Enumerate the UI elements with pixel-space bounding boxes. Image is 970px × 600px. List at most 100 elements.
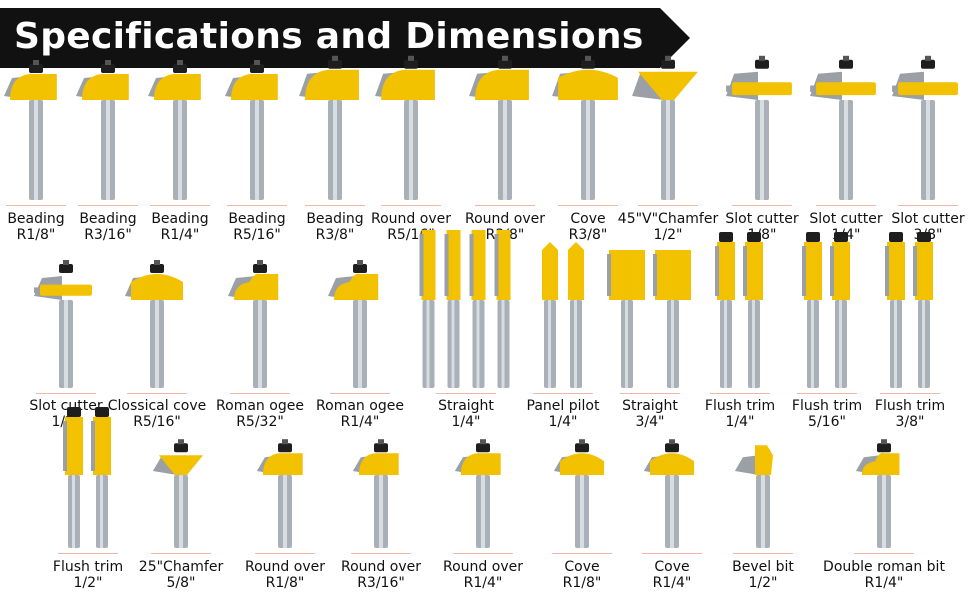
bit-size: 1/2" bbox=[73, 575, 103, 591]
label-separator bbox=[475, 205, 535, 206]
bit-name: Round over bbox=[341, 559, 421, 575]
bit-name: Beading bbox=[151, 211, 209, 227]
bit-name: 25"Chamfer bbox=[138, 559, 224, 575]
bit-size: R5/16" bbox=[233, 227, 281, 243]
bit-name: Roman ogee bbox=[216, 398, 304, 414]
label-separator bbox=[638, 205, 698, 206]
bit-name: Beading bbox=[7, 211, 65, 227]
label-separator bbox=[552, 553, 612, 554]
label-separator bbox=[732, 205, 792, 206]
bit-name: Flush trim bbox=[52, 559, 124, 575]
bit-size: R3/16" bbox=[84, 227, 132, 243]
label-separator bbox=[620, 393, 680, 394]
bit-name: Bevel bit bbox=[732, 559, 794, 575]
bit-name: Straight bbox=[438, 398, 494, 414]
label-separator bbox=[880, 393, 940, 394]
label-separator bbox=[150, 205, 210, 206]
label-separator bbox=[255, 553, 315, 554]
page-title: Specifications and Dimensions bbox=[14, 16, 644, 57]
bit-name: Round over bbox=[371, 211, 451, 227]
bit-size: R5/32" bbox=[236, 414, 284, 430]
label-separator bbox=[151, 553, 211, 554]
bit-size: R3/8" bbox=[568, 227, 608, 243]
bit-size: 1/2" bbox=[653, 227, 683, 243]
bit-name: Straight bbox=[622, 398, 678, 414]
bit-name: Flush trim bbox=[791, 398, 863, 414]
label-separator bbox=[6, 205, 66, 206]
bit-size: R1/4" bbox=[160, 227, 200, 243]
label-separator bbox=[533, 393, 593, 394]
bit-name: Slot cutter bbox=[809, 211, 883, 227]
bit-name: Slot cutter bbox=[725, 211, 799, 227]
bit-size: 1/4" bbox=[451, 414, 481, 430]
label-separator bbox=[230, 393, 290, 394]
label-separator bbox=[78, 205, 138, 206]
title-banner: Specifications and Dimensions bbox=[0, 8, 690, 68]
bit-name: Round over bbox=[465, 211, 545, 227]
bit-name: Slot cutter bbox=[891, 211, 965, 227]
bit-size: R1/4" bbox=[340, 414, 380, 430]
bit-name: Roman ogee bbox=[316, 398, 404, 414]
label-separator bbox=[58, 553, 118, 554]
bit-name: Clossical cove bbox=[107, 398, 207, 414]
bit-name: 45"V"Chamfer bbox=[617, 211, 719, 227]
label-separator bbox=[127, 393, 187, 394]
label-separator bbox=[816, 205, 876, 206]
bit-size: 3/4" bbox=[635, 414, 665, 430]
bit-name: Panel pilot bbox=[526, 398, 600, 414]
label-separator bbox=[642, 553, 702, 554]
label-separator bbox=[305, 205, 365, 206]
label-separator bbox=[558, 205, 618, 206]
bit-name: Round over bbox=[443, 559, 523, 575]
bit-size: 1/4" bbox=[725, 414, 755, 430]
bit-size: 1/4" bbox=[548, 414, 578, 430]
bit-size: 3/8" bbox=[895, 414, 925, 430]
bit-name: Beading bbox=[79, 211, 137, 227]
bit-size: R3/16" bbox=[357, 575, 405, 591]
label-separator bbox=[381, 205, 441, 206]
label-separator bbox=[898, 205, 958, 206]
bit-size: R1/8" bbox=[16, 227, 56, 243]
bit-name: Cove bbox=[654, 559, 690, 575]
label-separator bbox=[453, 553, 513, 554]
bit-name: Beading bbox=[228, 211, 286, 227]
bit-size: R5/16" bbox=[133, 414, 181, 430]
bit-size: R1/8" bbox=[562, 575, 602, 591]
